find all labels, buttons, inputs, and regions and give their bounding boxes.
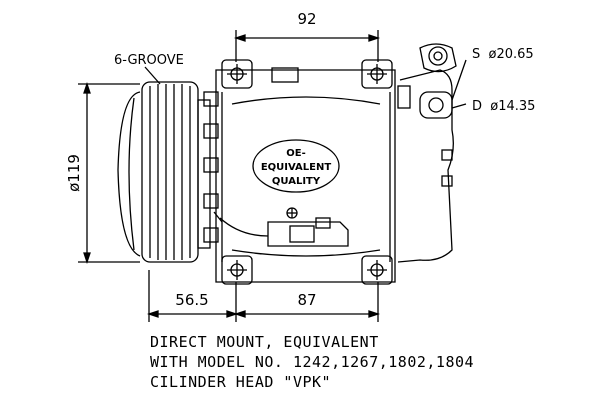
- groove-label: 6-GROOVE: [114, 53, 184, 68]
- mounting-hole: [367, 64, 387, 84]
- dimension-label-56-5: 56.5: [175, 291, 208, 309]
- compressor-drawing: 92 ø119 56.5 87 6-GROOVE S ø20.65 D ø14.…: [65, 10, 535, 322]
- suction-port-label: S ø20.65: [472, 47, 534, 62]
- dimension-bottom: [146, 270, 381, 322]
- mounting-hole: [367, 260, 387, 280]
- note-line-3: CILINDER HEAD "VPK": [150, 373, 332, 391]
- electrical-connector: [213, 207, 349, 247]
- quality-badge: [252, 139, 340, 193]
- discharge-port: [419, 91, 453, 119]
- dimension-label-87: 87: [297, 291, 316, 309]
- mounting-hole: [227, 64, 247, 84]
- badge-line-3: QUALITY: [272, 176, 321, 187]
- dimension-label-diameter: ø119: [65, 154, 83, 192]
- pulley: [117, 66, 211, 263]
- dimension-top-92: [233, 30, 381, 62]
- dimension-label-92: 92: [297, 10, 316, 28]
- badge-line-2: EQUIVALENT: [261, 162, 332, 173]
- badge-line-1: OE-: [286, 148, 305, 159]
- rear-head: [397, 59, 467, 263]
- compressor-body: [203, 59, 396, 285]
- dimension-diameter-119: [78, 81, 140, 265]
- note-line-2: WITH MODEL NO. 1242,1267,1802,1804: [150, 353, 475, 371]
- discharge-port-label: D ø14.35: [472, 99, 535, 114]
- note-line-1: DIRECT MOUNT, EQUIVALENT: [150, 333, 379, 351]
- suction-port: [419, 43, 457, 73]
- mounting-hole: [227, 260, 247, 280]
